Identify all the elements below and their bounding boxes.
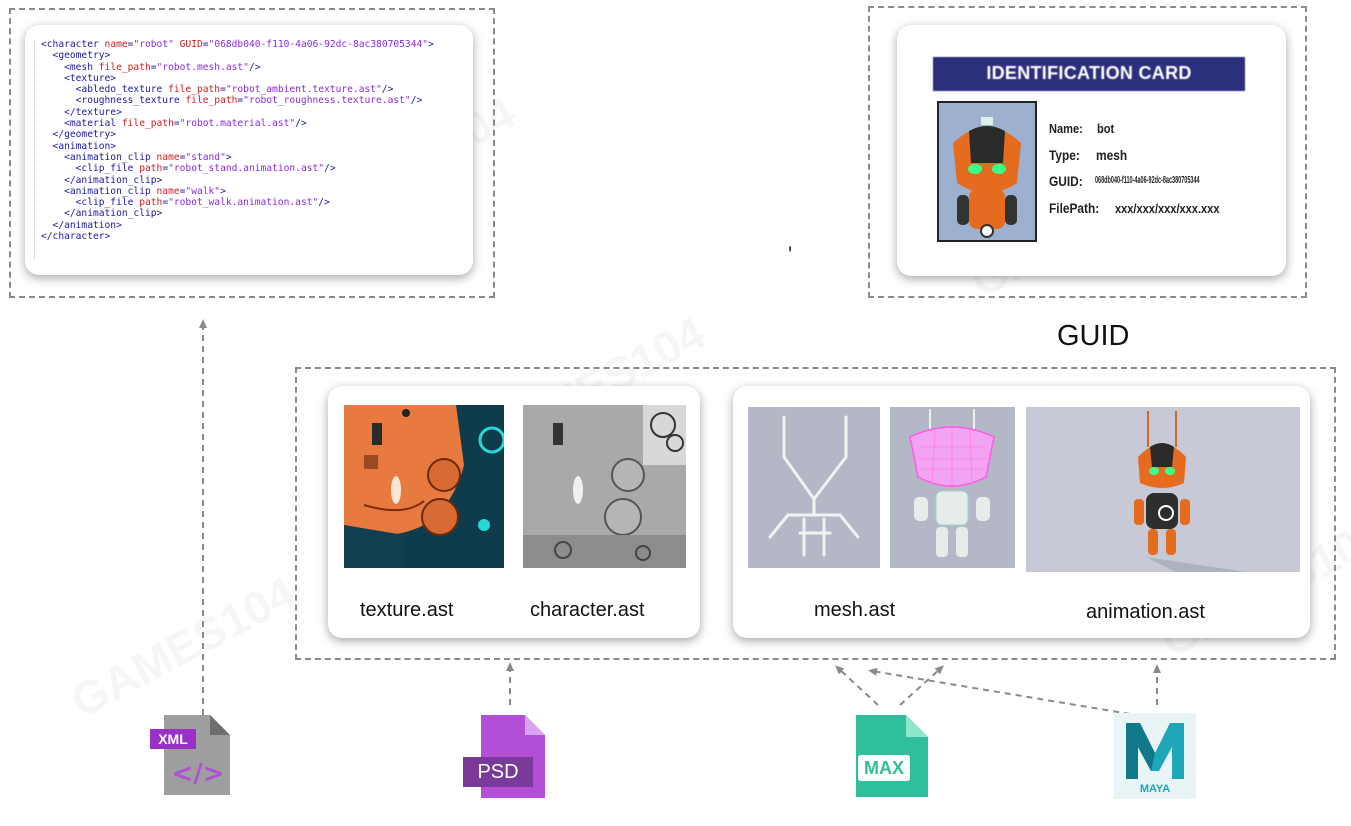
id-card-frame — [868, 6, 1307, 298]
xml-line: </texture> — [41, 106, 122, 118]
albedo-texture-thumbnail — [344, 405, 504, 568]
assets-frame — [295, 367, 1336, 660]
xml-line: </animation_clip> — [41, 208, 163, 220]
mesh-animation-assets-card: mesh.ast animation.ast — [733, 386, 1310, 638]
id-guid-value: 068db040-f110-4a06-92dc-8ac380705344 — [1095, 175, 1200, 186]
texture-assets-card: texture.ast character.ast — [328, 386, 700, 638]
texture-asset-label: texture.ast — [360, 599, 454, 621]
xml-badge-text: XML — [158, 731, 188, 747]
maya-app-icon: MAYA — [1114, 713, 1196, 799]
xml-line: <texture> — [41, 72, 117, 84]
animated-robot-thumbnail — [1026, 407, 1300, 572]
id-card: IDENTIFICATION CARD Name: bot Type: mesh… — [897, 25, 1286, 276]
xml-line: <abledo_texture file_path="robot_ambient… — [41, 84, 394, 96]
max-file-icon: MAX — [848, 715, 928, 797]
xml-line: <roughness_texture file_path="robot_roug… — [41, 95, 423, 107]
id-name-value: bot — [1097, 121, 1115, 136]
id-type-value: mesh — [1096, 147, 1128, 163]
xml-line: <mesh file_path="robot.mesh.ast"/> — [41, 61, 261, 73]
xml-line: </geometry> — [41, 129, 117, 141]
xml-line: <animation_clip name="stand"> — [41, 151, 232, 163]
stray-mark: ' — [788, 242, 793, 267]
psd-badge-text: PSD — [477, 761, 519, 783]
id-filepath-value: xxx/xxx/xxx/xxx.xxx — [1115, 201, 1220, 216]
id-guid-label: GUID: — [1049, 173, 1083, 189]
xml-line: <animation> — [41, 140, 117, 152]
xml-line: <clip_file path="robot_stand.animation.a… — [41, 163, 336, 175]
id-card-title: IDENTIFICATION CARD — [986, 63, 1192, 83]
xml-line: </animation> — [41, 219, 122, 231]
guid-heading: GUID — [1057, 320, 1130, 352]
id-name-label: Name: — [1049, 121, 1083, 136]
id-card-banner: IDENTIFICATION CARD — [933, 57, 1245, 91]
xml-definition-card: <character name="robot" GUID="068db040-f… — [25, 25, 473, 275]
xml-line: <geometry> — [41, 50, 111, 62]
robot-portrait — [937, 101, 1037, 242]
xml-line: <animation_clip name="walk"> — [41, 185, 226, 197]
maya-badge-text: MAYA — [1139, 783, 1171, 795]
xml-line: <clip_file path="robot_walk.animation.as… — [41, 197, 330, 209]
skeleton-thumbnail — [748, 407, 880, 568]
xml-code: <character name="robot" GUID="068db040-f… — [41, 39, 434, 242]
id-filepath-label: FilePath: — [1049, 200, 1100, 216]
xml-file-icon: XML </> — [150, 715, 230, 795]
character-asset-label: character.ast — [530, 599, 645, 621]
xml-line: </character> — [41, 231, 111, 243]
xml-definition-frame — [9, 8, 495, 298]
mesh-asset-label: mesh.ast — [814, 599, 896, 621]
xml-code-glyph: </> — [171, 759, 225, 789]
xml-line: <material file_path="robot.material.ast"… — [41, 118, 307, 130]
animation-asset-label: animation.ast — [1086, 601, 1205, 623]
xml-line: <character name="robot" GUID="068db040-f… — [41, 39, 434, 50]
wireframe-mesh-thumbnail — [890, 407, 1015, 568]
xml-line: </animation_clip> — [41, 174, 163, 186]
roughness-texture-thumbnail — [523, 405, 686, 568]
psd-file-icon: PSD — [463, 715, 545, 798]
max-badge-text: MAX — [864, 758, 904, 778]
id-type-label: Type: — [1049, 147, 1080, 163]
